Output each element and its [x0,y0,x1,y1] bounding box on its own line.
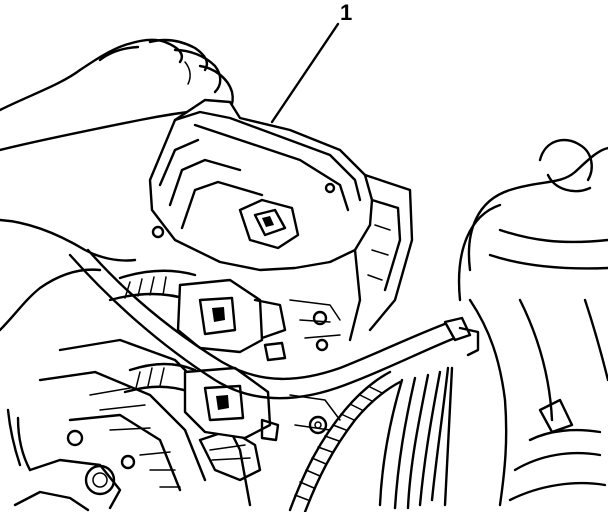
engine-block [13,338,262,512]
left-hand-lower [0,218,137,472]
upper-harness-connector [108,269,341,362]
vertical-wires [378,366,454,510]
lower-harness-connector [123,362,341,442]
corrugated-loom [288,370,402,512]
left-hand-upper [0,38,234,152]
main-wire-harness [68,248,480,400]
callout-1: 1 [270,0,352,124]
callout-label: 1 [340,0,352,25]
control-module [148,98,374,272]
coolant-reservoir [457,138,608,507]
mounting-bracket [348,173,414,342]
callout-leader-line [270,22,340,124]
